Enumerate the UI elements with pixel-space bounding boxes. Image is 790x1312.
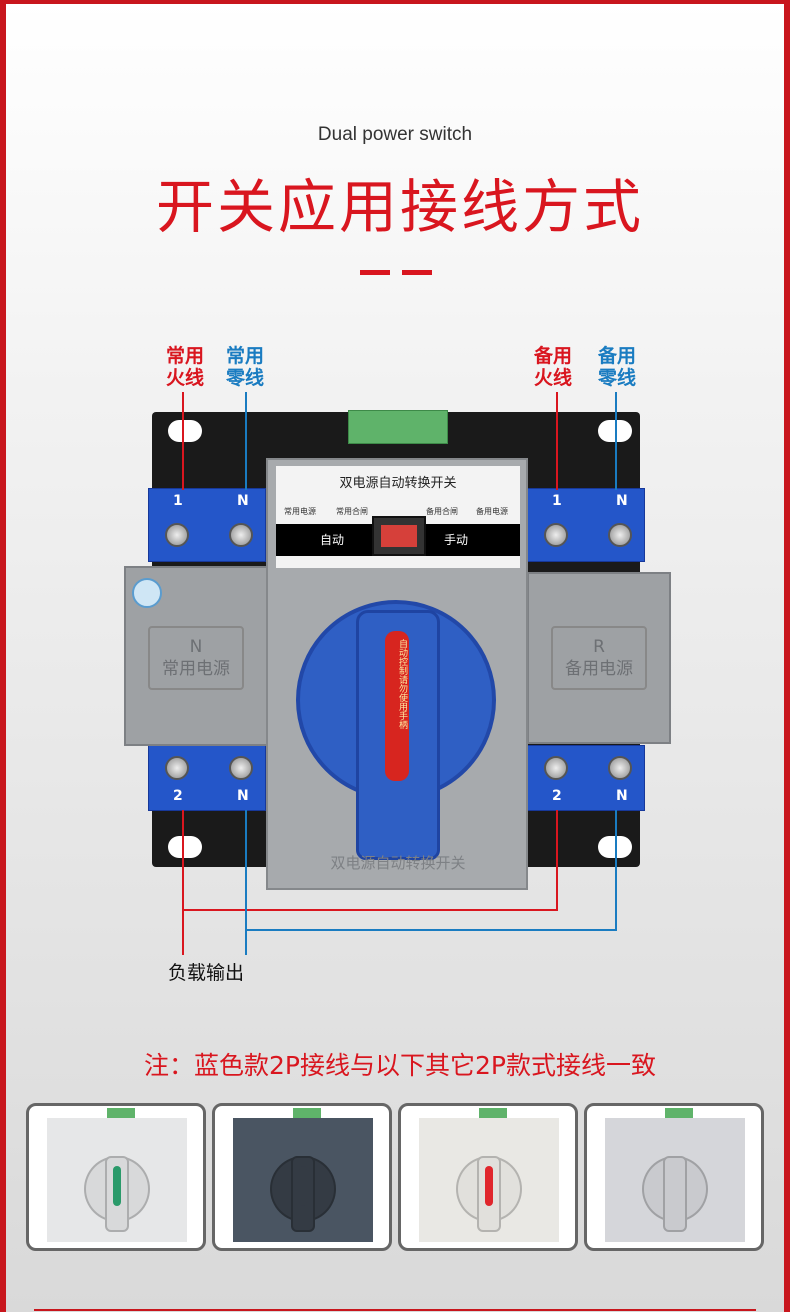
control-terminal-block (348, 410, 448, 444)
thumb-handle (291, 1156, 315, 1232)
mode-rocker-switch[interactable] (372, 516, 426, 556)
backup-neutral-label: 备用零线 (597, 345, 636, 389)
common-neutral-wire (245, 392, 247, 490)
thumb-handle (477, 1156, 501, 1232)
divider-dash (360, 270, 390, 275)
mount-hole (168, 420, 202, 442)
product-thumbnail[interactable] (398, 1103, 578, 1251)
thumb-handle (663, 1156, 687, 1232)
thumb-handle (105, 1156, 129, 1232)
mount-hole (168, 836, 202, 858)
backup-live-label: 备用火线 (533, 345, 572, 389)
common-live-wire (182, 392, 184, 490)
bottom-rule (34, 1309, 756, 1311)
product-thumbnail[interactable] (212, 1103, 392, 1251)
product-thumbnail[interactable] (584, 1103, 764, 1251)
load-live-bus (182, 909, 558, 911)
page-title: 开关应用接线方式 (155, 173, 644, 241)
divider-dash (402, 270, 432, 275)
indicator-panel: 双电源自动转换开关 常用电源常用合闸备用合闸备用电源 自动 手动 (276, 466, 520, 568)
switch-module: 双电源自动转换开关 常用电源常用合闸备用合闸备用电源 自动 手动 自动控制请勿使… (266, 458, 528, 890)
thumb-terminal (293, 1108, 321, 1118)
common-live-label: 常用火线 (165, 345, 204, 389)
load-neutral-wire (245, 810, 247, 955)
subtitle: Dual power switch (317, 124, 473, 145)
product-thumbnail[interactable] (26, 1103, 206, 1251)
load-live-wire-right (556, 810, 558, 911)
load-neutral-wire-right (615, 810, 617, 931)
backup-neutral-wire (615, 392, 617, 490)
ccc-mark-icon (132, 578, 162, 608)
common-neutral-label: 常用零线 (225, 345, 264, 389)
load-neutral-bus (245, 929, 617, 931)
load-live-wire (182, 810, 184, 955)
switch-handle[interactable]: 自动控制请勿使用手柄 (356, 610, 440, 860)
thumb-terminal (665, 1108, 693, 1118)
thumb-terminal (107, 1108, 135, 1118)
wiring-note: 注：蓝色款2P接线与以下其它2P款式接线一致 (144, 1051, 656, 1080)
backup-live-wire (556, 392, 558, 490)
load-output-label: 负载输出 (168, 962, 245, 984)
thumb-terminal (479, 1108, 507, 1118)
